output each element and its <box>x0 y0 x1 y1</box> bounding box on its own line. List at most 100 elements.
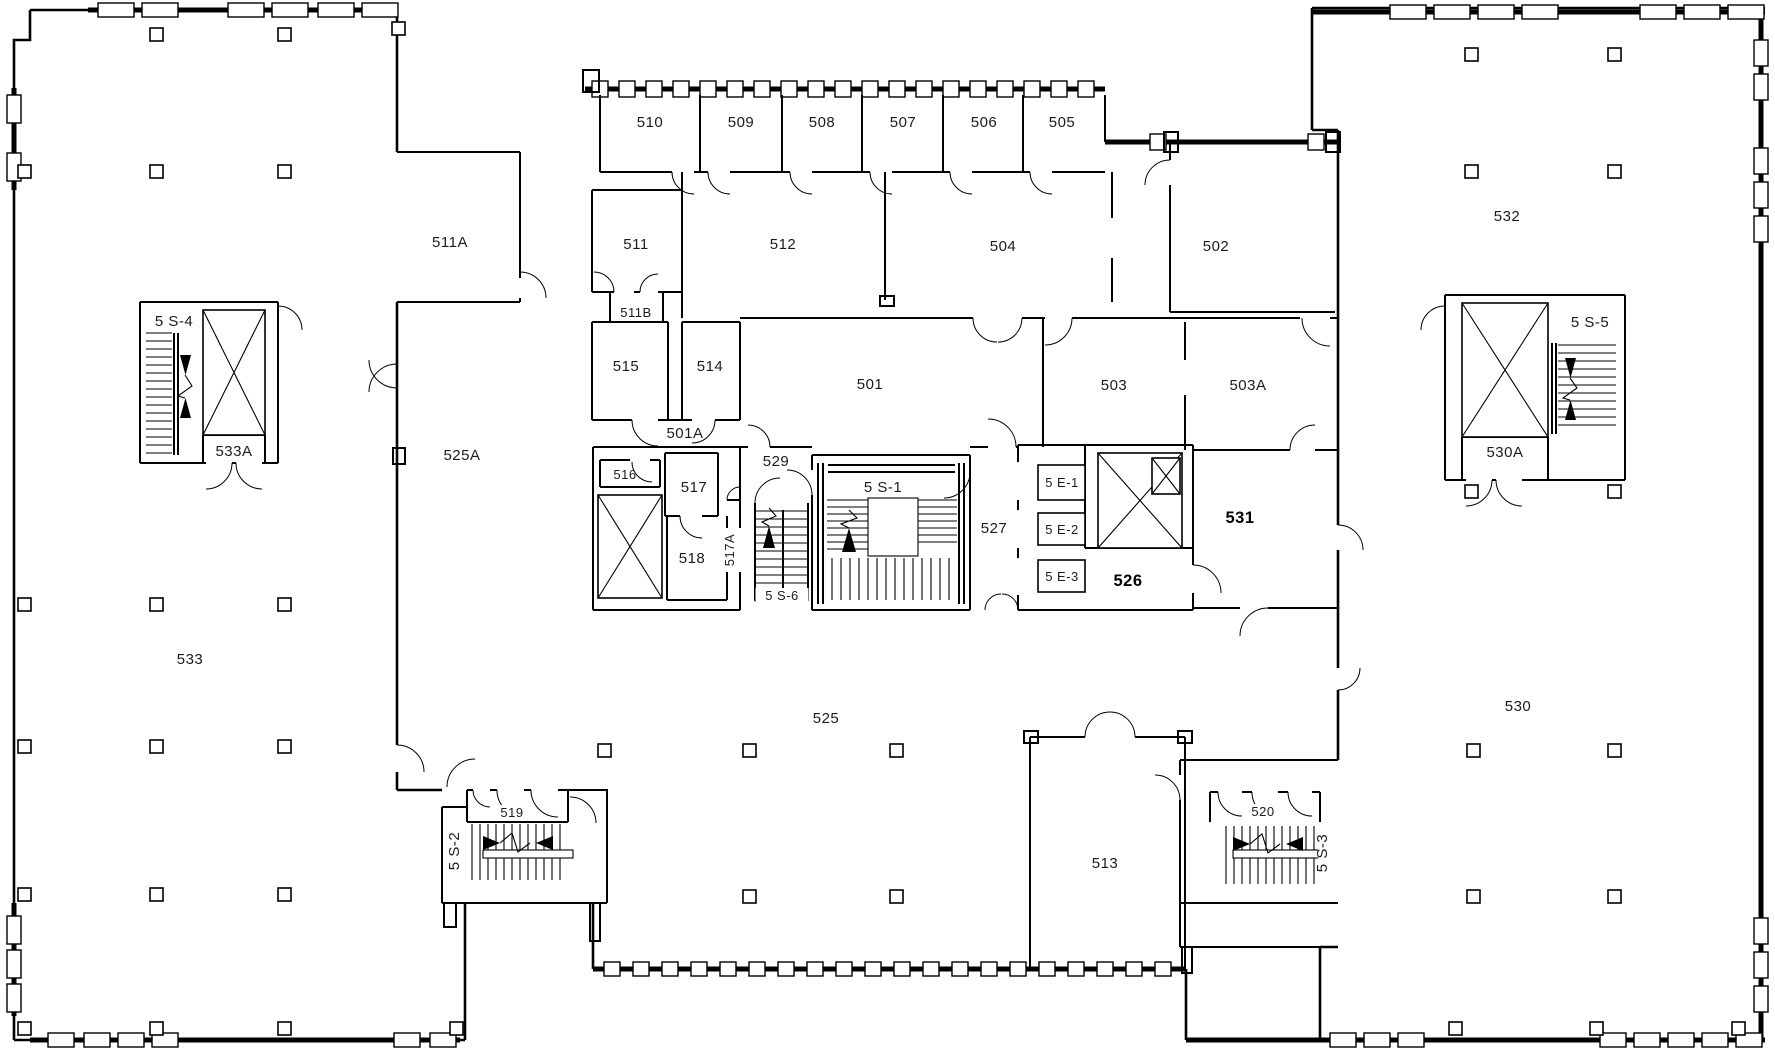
column-marker <box>149 164 164 179</box>
room-label-bg-5s1 <box>856 480 910 495</box>
stair-up-arrow-5s4 <box>180 398 191 418</box>
column-marker <box>1464 47 1479 62</box>
room-label-bg-530a <box>1483 445 1527 460</box>
window-mullion <box>1149 133 1167 151</box>
room-label-bg-5s2 <box>450 824 468 878</box>
window-mullion <box>807 80 825 98</box>
room-label-5s2: 5 S-2 <box>446 832 463 870</box>
room-label-5s3: 5 S-3 <box>1314 834 1331 872</box>
window-mullion <box>1753 985 1769 1013</box>
column-marker <box>1464 484 1479 499</box>
column-marker <box>742 889 757 904</box>
window-mullion <box>942 80 960 98</box>
column-marker <box>1466 889 1481 904</box>
column-marker <box>17 1021 32 1036</box>
column-marker <box>17 164 32 179</box>
room-label-533a: 533A <box>215 443 252 460</box>
room-label-5e1: 5 E-1 <box>1045 475 1079 490</box>
room-label-529: 529 <box>763 453 790 470</box>
room-label-517: 517 <box>681 479 708 496</box>
room-label-525a: 525A <box>443 447 480 464</box>
window-bands <box>6 2 1769 1048</box>
column-marker <box>1448 1021 1463 1036</box>
window-mullion <box>1329 1032 1357 1048</box>
column-marker <box>1607 484 1622 499</box>
window-mullion <box>969 80 987 98</box>
column-marker <box>277 27 292 42</box>
elevator-5e3-box <box>1037 559 1086 593</box>
window-mullion <box>1038 961 1056 977</box>
room-label-5s4: 5 S-4 <box>155 313 193 330</box>
column-marker <box>277 164 292 179</box>
column-marker <box>17 739 32 754</box>
window-mullion <box>1633 1032 1661 1048</box>
window-mullion <box>922 961 940 977</box>
column-marker <box>597 743 612 758</box>
window-mullion <box>6 983 22 1013</box>
elevator-5e2-box <box>1037 512 1086 546</box>
column-marker <box>17 597 32 612</box>
window-mullion <box>6 949 22 979</box>
window-mullion <box>1023 80 1041 98</box>
room-label-527: 527 <box>981 520 1008 537</box>
window-mullion <box>1077 80 1095 98</box>
stair-up-arrow-5s1 <box>842 528 856 552</box>
window-mullion <box>1154 961 1172 977</box>
window-mullion <box>1753 73 1769 101</box>
stair-arrow-5s2-right <box>536 836 553 850</box>
room-label-501: 501 <box>857 376 884 393</box>
column-marker <box>1589 1021 1604 1036</box>
window-mullion <box>1096 961 1114 977</box>
window-mullion <box>393 1032 421 1048</box>
window-mullion <box>748 961 766 977</box>
elevator-shafts <box>202 302 1549 599</box>
stair-tread-lines <box>146 332 1616 884</box>
window-mullion <box>1389 4 1427 20</box>
column-marker <box>149 597 164 612</box>
room-label-525: 525 <box>813 710 840 727</box>
column-marker <box>1466 743 1481 758</box>
stair-arrow-5s2-left <box>483 836 500 850</box>
column-marker <box>1607 743 1622 758</box>
room-label-517a: 517A <box>722 534 737 566</box>
window-mullion <box>429 1032 457 1048</box>
room-label-503: 503 <box>1101 377 1128 394</box>
window-mullion <box>1599 1032 1627 1048</box>
window-mullion <box>151 1032 179 1048</box>
window-mullion <box>1753 147 1769 175</box>
room-label-501a: 501A <box>666 425 703 442</box>
room-label-5s5: 5 S-5 <box>1571 314 1609 331</box>
window-mullion <box>753 80 771 98</box>
room-label-506: 506 <box>971 114 998 131</box>
room-label-bg-5s3 <box>1318 826 1336 880</box>
room-label-530a: 530A <box>1486 444 1523 461</box>
room-label-504: 504 <box>990 238 1017 255</box>
window-mullion <box>951 961 969 977</box>
room-label-511a: 511A <box>432 234 468 251</box>
window-mullion <box>1050 80 1068 98</box>
room-label-503a: 503A <box>1229 377 1266 394</box>
room-label-531: 531 <box>1225 509 1254 527</box>
window-mullion <box>1067 961 1085 977</box>
room-label-5e2: 5 E-2 <box>1045 522 1079 537</box>
column-marker <box>277 597 292 612</box>
stair-up-arrow-5s5 <box>1565 400 1576 420</box>
stair-landings <box>482 497 1324 859</box>
window-mullion <box>603 961 621 977</box>
column-marker <box>149 887 164 902</box>
column-marker <box>449 1021 464 1036</box>
room-label-533: 533 <box>177 651 204 668</box>
column-marker <box>1607 889 1622 904</box>
stair-arrow-5s3-left <box>1233 837 1250 851</box>
window-mullion <box>83 1032 111 1048</box>
room-label-518: 518 <box>679 550 706 567</box>
window-mullion <box>1683 4 1721 20</box>
column-marker <box>1464 164 1479 179</box>
column-marker <box>149 739 164 754</box>
room-label-bg-533a <box>212 444 256 459</box>
window-mullion <box>6 915 22 945</box>
room-label-bg-517a <box>725 528 743 572</box>
column-marker <box>149 1021 164 1036</box>
room-label-526: 526 <box>1113 572 1142 590</box>
room-label-532: 532 <box>1494 208 1521 225</box>
